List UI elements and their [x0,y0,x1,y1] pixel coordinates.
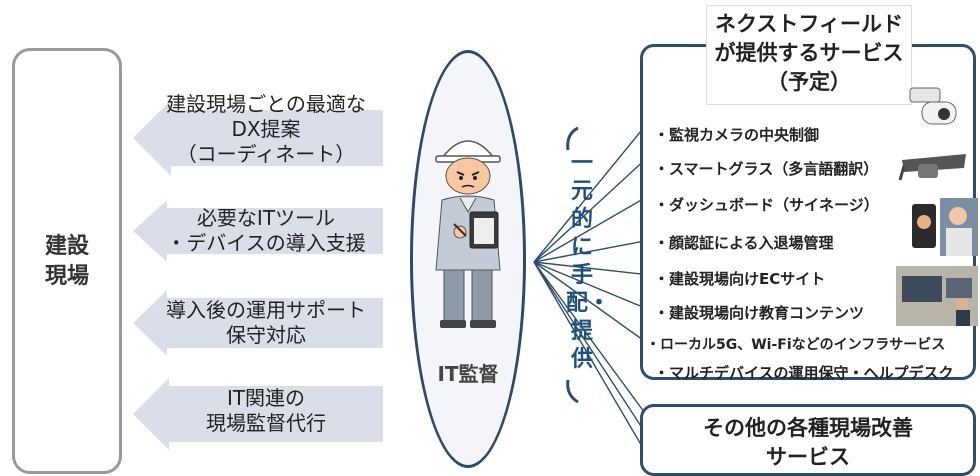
education-content-icon [896,266,978,326]
service-item-4: ・顔認証による入退場管理 [654,234,834,252]
service-item-3: ・ダッシュボード（サイネージ） [654,196,879,214]
service-item-6: ・建設現場向け教育コンテンツ [654,304,865,322]
service-item-2: ・スマートグラス（多言語翻訳） [654,160,879,178]
other-services-box [640,404,976,476]
service-item-8: ・マルチデバイスの運用保守・ヘルプデスク [654,364,954,382]
flow-arrow-2 [133,200,383,262]
construction-site-box [12,48,122,474]
services-header-panel [706,5,912,105]
flow-text-2: 必要なITツール ・デバイスの導入支援 [166,206,366,255]
service-item-1: ・監視カメラの中央制御 [654,126,820,144]
supervisor-illustration [435,140,501,328]
camera-icon [909,87,957,125]
flow-arrow-1 [133,100,383,176]
flow-arrow-4 [133,378,383,450]
unified-arrangement-label: 一元的に手配・提供 [566,151,611,372]
services-title: ネクストフィールド が提供するサービス （予定） [714,12,904,94]
other-services-label: その他の各種現場改善 サービス [703,416,913,469]
construction-site-label: 建設 現場 [44,234,89,289]
flow-text-4: IT関連の 現場監督代行 [206,386,326,435]
flow-text-3: 導入後の運用サポート 保守対応 [166,298,366,347]
it-supervisor-label: IT監督 [437,362,499,386]
service-item-7: ・ローカル5G、Wi-Fiなどのインフラサービス [646,337,946,353]
service-item-5: ・建設現場向けECサイト [654,270,826,288]
flow-arrow-3 [133,290,383,356]
flow-text-1: 建設現場ごとの最適な DX提案 （コーディネート） [166,92,366,166]
face-auth-icon [912,198,978,256]
smart-glasses-icon [898,154,966,181]
